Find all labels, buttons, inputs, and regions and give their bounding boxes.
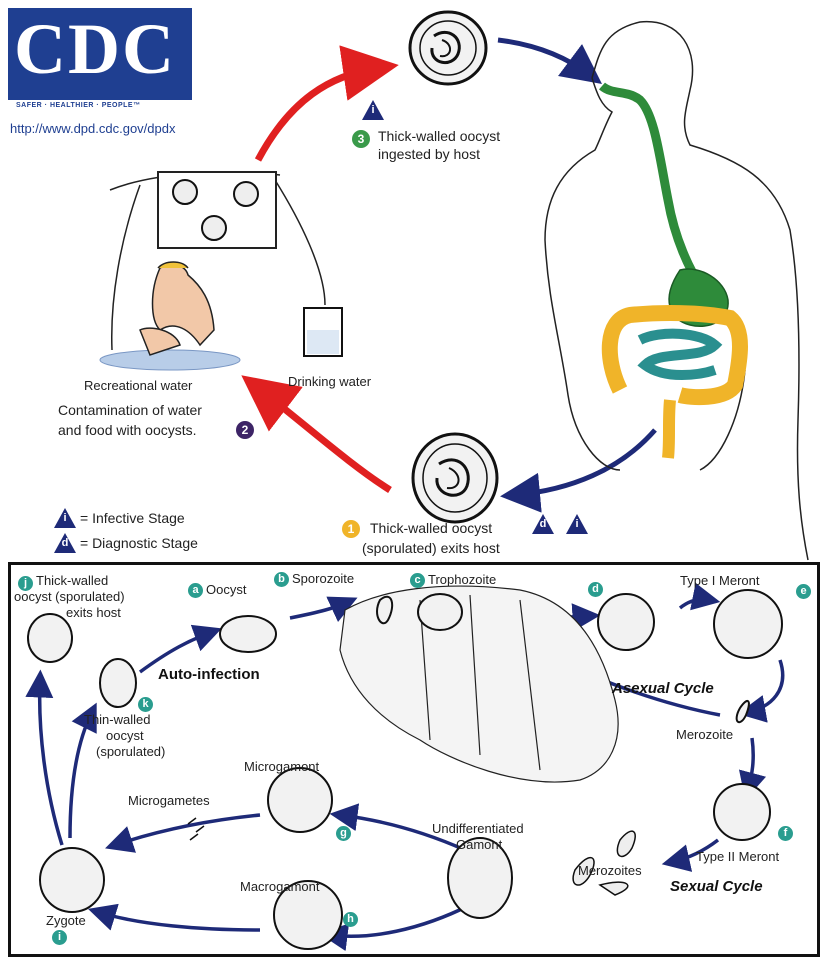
- oocyst-a-cell: [219, 615, 277, 653]
- legend-infective-icon: i: [54, 508, 76, 528]
- microgamont-label: Microgamont: [244, 759, 320, 774]
- navy-arrow-to-mouth: [497, 37, 603, 84]
- stage-f-badge: f: [778, 826, 793, 841]
- meront-d-cell: [597, 593, 655, 651]
- diagnostic-marker-icon: d: [532, 514, 554, 534]
- auto-infection-label: Auto-infection: [158, 666, 260, 683]
- lower-cycle-panel: [8, 562, 820, 957]
- zygote-label: Zygote: [46, 913, 86, 928]
- stage-e-badge: e: [796, 584, 811, 599]
- step-2-badge: 2: [236, 421, 254, 439]
- legend-infective-label: = Infective Stage: [80, 510, 185, 526]
- cdc-logo-text: CDC: [14, 9, 176, 89]
- type-2-meront-label: Type II Meront: [696, 849, 780, 864]
- oocyst-j-cell: [27, 613, 73, 663]
- legend-diagnostic-icon: d: [54, 533, 76, 553]
- stage-b-badge: b: [274, 572, 289, 587]
- stage-j-label-line3: exits host: [66, 605, 121, 620]
- exiting-oocyst-cell: [411, 432, 499, 524]
- stage-i-badge: i: [52, 930, 67, 945]
- stage-b-label: Sporozoite: [292, 571, 355, 586]
- stage-k-badge: k: [138, 697, 153, 712]
- trophozoite-c-cell: [417, 593, 463, 631]
- stage-g-badge: g: [336, 826, 351, 841]
- asexual-cycle-label: Asexual Cycle: [612, 680, 714, 697]
- recreational-water-label: Recreational water: [84, 378, 193, 393]
- cdc-tagline: SAFER · HEALTHIER · PEOPLE™: [16, 102, 141, 109]
- zygote-cell: [39, 847, 105, 913]
- type-1-meront-label: Type I Meront: [680, 573, 760, 588]
- step-3-label-line2: ingested by host: [378, 146, 480, 162]
- stage-k-label-line1: Thin-walled: [84, 712, 151, 727]
- stage-a-badge: a: [188, 583, 203, 598]
- stage-a-label: Oocyst: [206, 582, 247, 597]
- stage-k-label-line2: oocyst: [106, 728, 144, 743]
- water-scene: [99, 171, 343, 371]
- merozoite-label: Merozoite: [676, 727, 734, 742]
- meront-e-cell: [713, 589, 783, 659]
- infective-marker-icon-2: i: [566, 514, 588, 534]
- stage-j-badge: j: [18, 576, 33, 591]
- red-arrow-to-oocyst: [254, 45, 399, 162]
- sexual-cycle-label: Sexual Cycle: [670, 878, 763, 895]
- merozoite-cell: [735, 699, 750, 724]
- undifferentiated-gamont-label-line1: Undifferentiated: [432, 821, 524, 836]
- navy-arrow-from-body: [500, 428, 657, 513]
- cdc-url-link[interactable]: http://www.dpd.cdc.gov/dpdx: [10, 121, 176, 136]
- esophagus: [598, 82, 704, 288]
- merozoites-label: Merozoites: [578, 863, 642, 878]
- sporozoite-b-cell: [376, 595, 394, 625]
- cdc-logo: CDC SAFER · HEALTHIER · PEOPLE™: [8, 8, 192, 109]
- step-2-label-line1: Contamination of water: [58, 402, 202, 418]
- microgametes-label: Microgametes: [128, 793, 210, 808]
- epithelium-cells: [339, 585, 619, 783]
- macrogamont-cell: [273, 880, 343, 950]
- stage-c-label: Trophozoite: [428, 572, 497, 587]
- large-intestine: [601, 305, 748, 406]
- oocyst-k-cell: [99, 658, 137, 708]
- rectum: [662, 399, 676, 459]
- step-1-label-line2: (sporulated) exits host: [362, 540, 500, 556]
- stage-c-badge: c: [410, 573, 425, 588]
- step-1-badge: 1: [342, 520, 360, 538]
- step-2-label-line2: and food with oocysts.: [58, 422, 197, 438]
- stage-h-badge: h: [343, 912, 358, 927]
- stage-j-label-line2: oocyst (sporulated): [14, 589, 125, 604]
- microgamont-cell: [267, 767, 333, 833]
- ingested-oocyst-cell: [408, 10, 488, 86]
- macrogamont-label: Macrogamont: [240, 879, 320, 894]
- stage-d-badge: d: [588, 582, 603, 597]
- meront-f-cell: [713, 783, 771, 841]
- step-1-label-line1: Thick-walled oocyst: [370, 520, 493, 536]
- step-3-badge: 3: [352, 130, 370, 148]
- step-3-label-line1: Thick-walled oocyst: [378, 128, 501, 144]
- gamont-cell: [447, 837, 513, 919]
- stage-j-label-line1: Thick-walled: [36, 573, 109, 588]
- stage-k-label-line3: (sporulated): [96, 744, 166, 759]
- undifferentiated-gamont-label-line2: Gamont: [456, 837, 503, 852]
- infective-marker-icon: i: [362, 100, 384, 120]
- small-intestine: [637, 328, 723, 380]
- drinking-water-label: Drinking water: [288, 374, 372, 389]
- legend-diagnostic-label: = Diagnostic Stage: [80, 535, 198, 551]
- red-arrow-to-water: [241, 375, 392, 493]
